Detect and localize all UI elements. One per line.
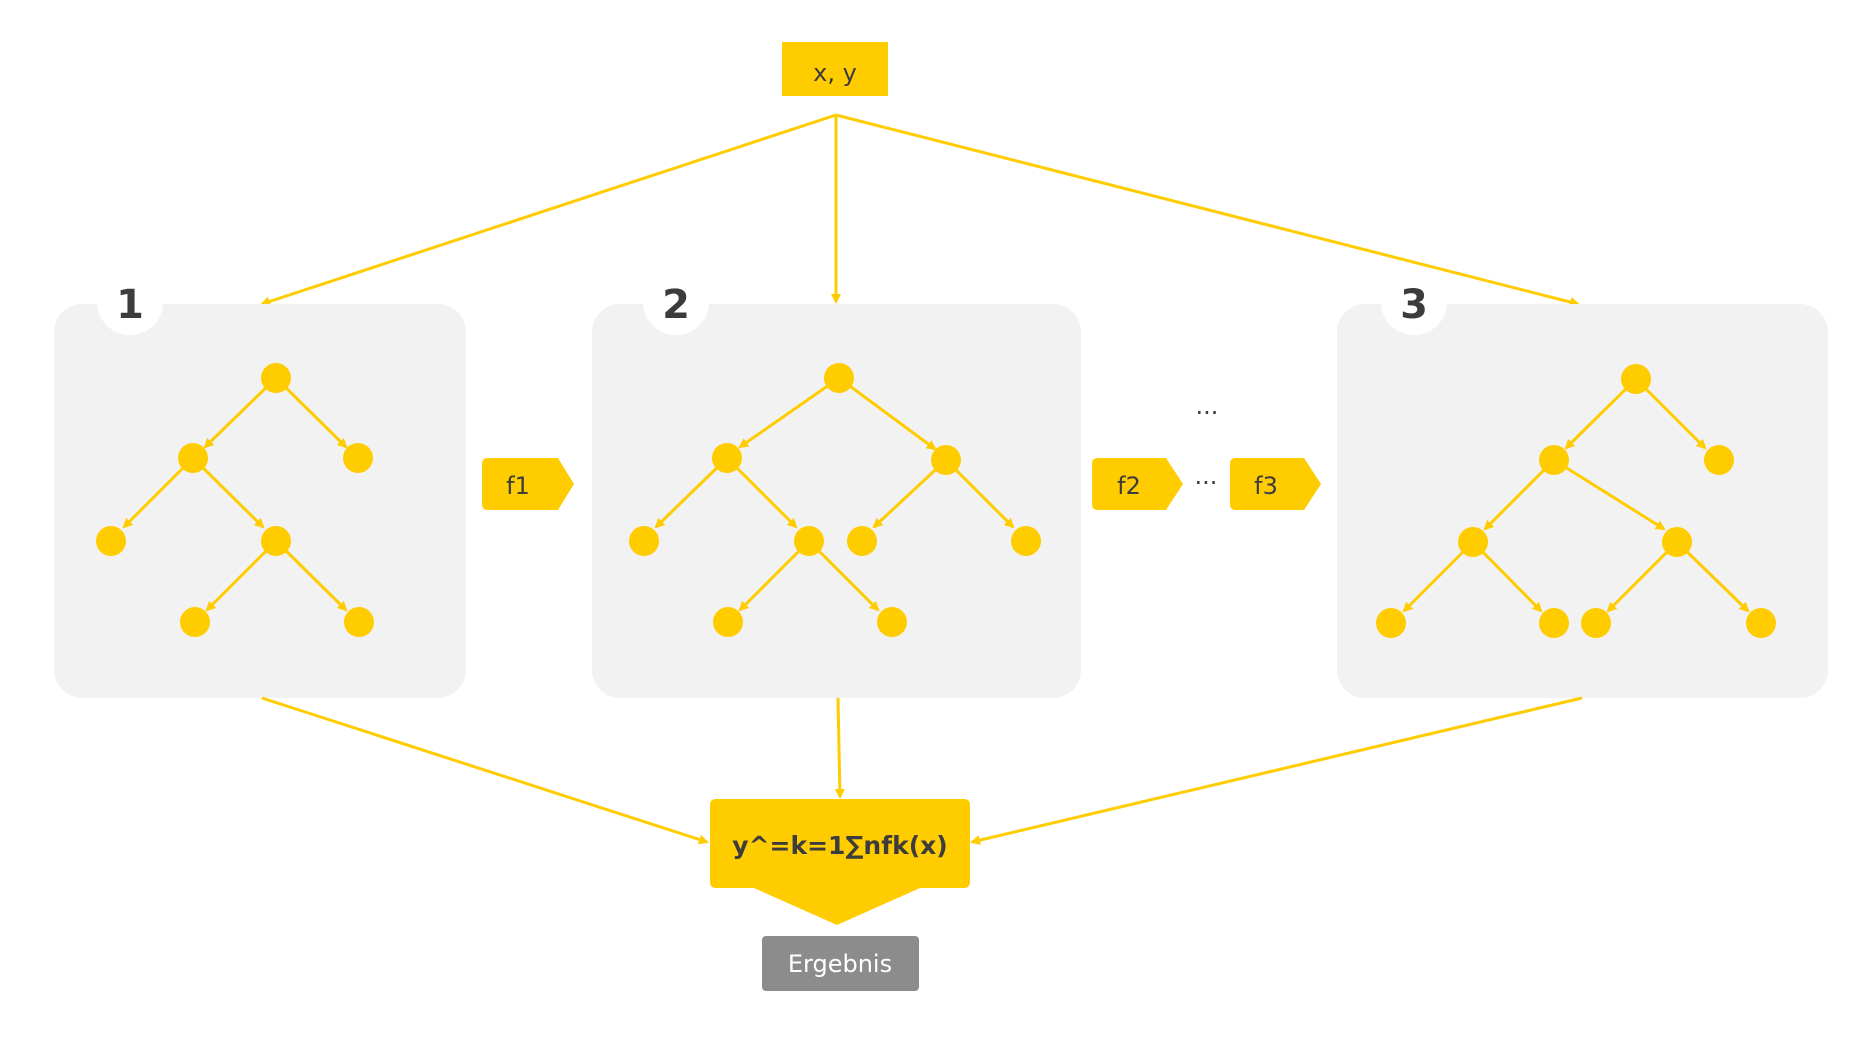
tree-edge	[274, 539, 348, 612]
tree-number-badge	[643, 269, 709, 335]
tree-node	[824, 363, 854, 393]
tree-1-edges	[122, 376, 348, 612]
tree-edge	[738, 376, 840, 449]
tree-edge	[654, 456, 729, 529]
tree-edge	[274, 376, 348, 449]
tree-node	[1458, 527, 1488, 557]
tree-1-nodes	[96, 363, 374, 637]
aggregation-box: y^=k=1∑nfk(x)	[710, 799, 970, 925]
tree-panel-3: 3	[1337, 269, 1828, 698]
tree-node	[794, 526, 824, 556]
tree-number-3: 3	[1400, 282, 1428, 328]
tree-edge	[205, 539, 278, 612]
ellipsis-top: ...	[1196, 392, 1219, 420]
tree-node	[877, 607, 907, 637]
output-arrows	[261, 696, 1583, 846]
tree-node	[629, 526, 659, 556]
tree-edge	[738, 539, 811, 612]
function-tag-f2: f2	[1092, 458, 1183, 510]
aggregation-formula: y^=k=1∑nfk(x)	[732, 831, 947, 860]
tree-2-nodes	[629, 363, 1041, 637]
tree-2-edges	[654, 376, 1015, 612]
tree-edge	[807, 539, 880, 612]
tree-edge	[1606, 540, 1679, 613]
tree-edge	[1553, 458, 1666, 531]
tree-node	[713, 607, 743, 637]
tree-edge	[1675, 540, 1750, 613]
tree-node	[1746, 608, 1776, 638]
arrow-input-to-tree-1	[260, 113, 837, 307]
tree-node	[1011, 526, 1041, 556]
arrow-tree-1-to-aggregation	[261, 696, 709, 845]
tree-edge	[944, 458, 1015, 529]
tree-number-2: 2	[662, 282, 690, 328]
tree-number-badge	[1381, 269, 1447, 335]
tree-node	[261, 363, 291, 393]
function-label-f1: f1	[506, 472, 530, 500]
function-label-f3: f3	[1254, 472, 1278, 500]
function-tag-f1: f1	[482, 458, 574, 510]
tree-3-nodes	[1376, 364, 1776, 638]
tree-edge	[838, 376, 937, 451]
tree-number-badge	[97, 269, 163, 335]
tree-node	[1621, 364, 1651, 394]
tree-node	[1581, 608, 1611, 638]
result-box: Ergebnis	[762, 936, 919, 991]
tree-node	[1704, 445, 1734, 475]
tree-edge	[191, 456, 265, 529]
input-arrows	[260, 113, 1580, 307]
tree-edge	[1402, 540, 1475, 613]
function-tag-f3: f3	[1230, 458, 1321, 510]
arrow-input-to-tree-3	[835, 113, 1580, 307]
function-label-f2: f2	[1117, 472, 1141, 500]
tree-node	[178, 443, 208, 473]
tree-edge	[1471, 540, 1543, 613]
tree-edge	[872, 458, 948, 529]
result-label: Ergebnis	[788, 950, 892, 978]
tree-node	[180, 607, 210, 637]
input-box: x, y	[782, 42, 888, 96]
tree-node	[1662, 527, 1692, 557]
tree-node	[931, 445, 961, 475]
tree-node	[261, 526, 291, 556]
tree-edge	[725, 456, 798, 529]
tree-node	[1376, 608, 1406, 638]
tree-number-1: 1	[116, 282, 144, 328]
tree-node	[1539, 608, 1569, 638]
tree-3-edges	[1402, 377, 1750, 613]
ellipsis-middle: ...	[1195, 462, 1218, 490]
tree-node	[344, 607, 374, 637]
tree-edge	[1483, 458, 1556, 531]
tree-node	[712, 443, 742, 473]
tree-panel-1: 1	[54, 269, 466, 698]
tree-edge	[122, 456, 195, 529]
tree-edge	[1564, 377, 1638, 450]
tree-node	[343, 443, 373, 473]
tree-node	[96, 526, 126, 556]
input-label: x, y	[813, 59, 857, 87]
arrow-tree-2-to-aggregation	[834, 697, 845, 799]
tree-node	[847, 526, 877, 556]
arrow-tree-3-to-aggregation	[970, 696, 1583, 846]
tree-panel-2: 2	[592, 269, 1081, 698]
tree-edge	[1634, 377, 1707, 450]
tree-edge	[203, 376, 278, 449]
tree-node	[1539, 445, 1569, 475]
